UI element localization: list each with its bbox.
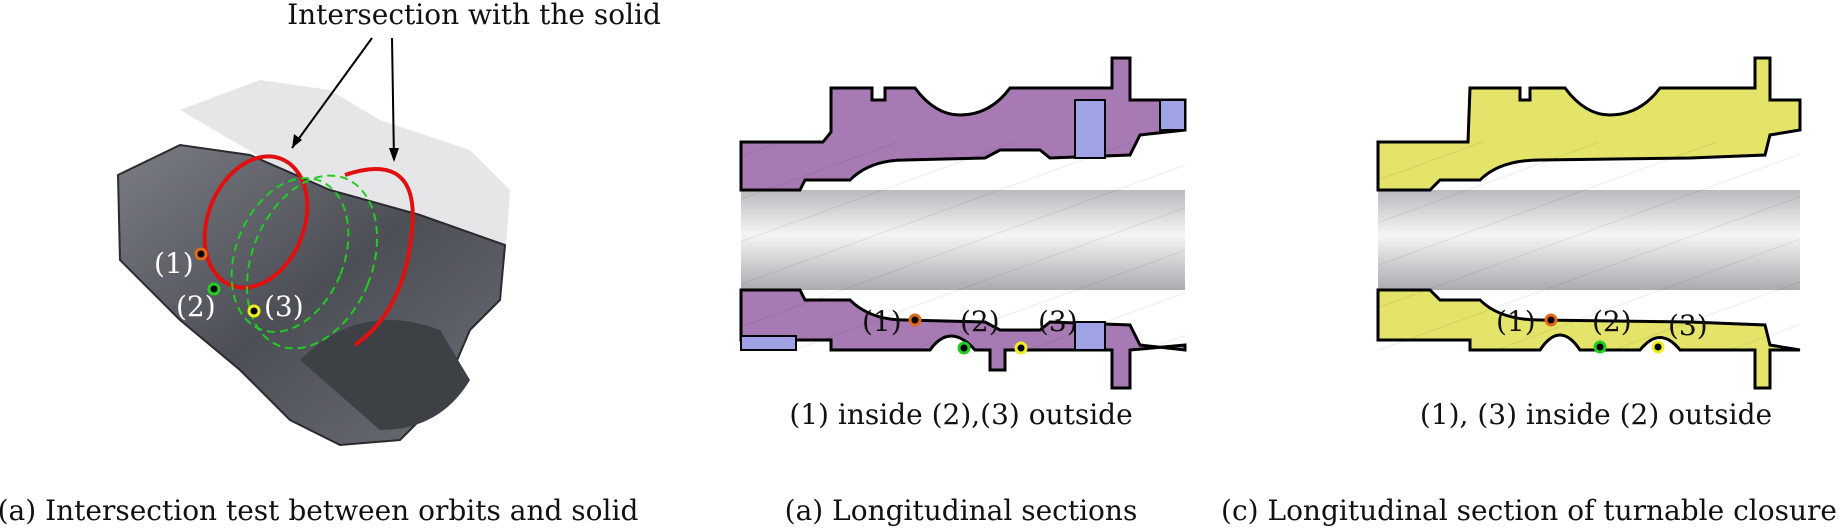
blue-region-upper [1074,99,1106,159]
orbit-intersecting-2 [344,167,415,347]
annotation-label: Intersection with the solid [287,0,661,31]
point-3 [247,304,261,318]
point-3-label: (3) [1668,309,1708,342]
annotation-arrow-1 [291,37,373,149]
point-2-label: (2) [1592,305,1632,338]
point-3-label: (3) [1038,305,1078,338]
panel-b-result: (1) inside (2),(3) outside [789,398,1133,431]
blue-region-lower [1074,321,1106,351]
panel-c-longitudinal-section: (1) (2) (3) [1376,56,1802,390]
panel-a-cutaway-model: Intersection with the solid (1) (2) (3) [116,0,661,447]
point-1-label: (1) [154,247,194,280]
point-1 [1544,313,1558,327]
arrow-head-1 [292,134,302,148]
point-2-label: (2) [960,305,1000,338]
point-2-label: (2) [176,290,216,323]
panel-a-caption: (a) Intersection test between orbits and… [0,494,639,527]
orbit-non-intersecting-2 [230,177,350,333]
arrow-head-2 [389,148,399,162]
annotation-arrow-2 [391,37,395,161]
point-2 [207,282,221,296]
panel-c-result: (1), (3) inside (2) outside [1419,398,1773,431]
orbit-non-intersecting-1 [245,174,379,350]
point-3 [1014,341,1028,355]
point-3-label: (3) [264,290,304,323]
point-2 [1593,340,1607,354]
point-1 [908,313,922,327]
orbit-intersecting-1 [202,154,310,290]
panel-c-caption: (c) Longitudinal section of turnable clo… [1221,494,1837,527]
hatching [741,142,1185,350]
blue-region-left [740,335,797,351]
hatching [1378,142,1800,350]
point-2 [957,341,971,355]
point-3 [1651,340,1665,354]
bore-opening [300,320,470,430]
blue-region-right [1159,99,1186,131]
point-1 [194,247,208,261]
panel-b-caption: (a) Longitudinal sections [784,494,1138,527]
point-1-label: (1) [1496,305,1536,338]
panel-b-longitudinal-section: (1) (2) (3) [739,56,1187,390]
point-1-label: (1) [862,305,902,338]
